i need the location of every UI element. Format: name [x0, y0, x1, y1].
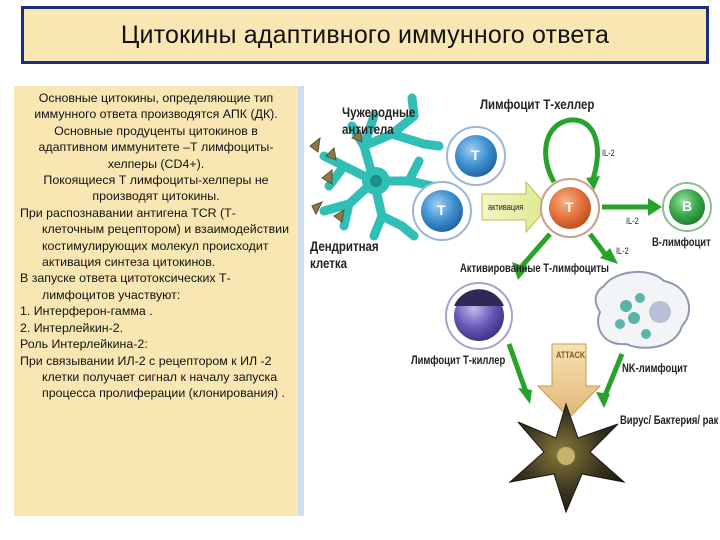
- label-b-lymphocyte: В-лимфоцит: [652, 237, 711, 249]
- attack-arrow: [536, 343, 602, 419]
- paragraph-text: В запуске ответа цитотоксических Т-лимфо…: [20, 271, 231, 302]
- paragraph-2: Основные продуценты цитокинов в адаптивн…: [20, 123, 292, 172]
- paragraph-text: Роль Интерлейкина-2:: [20, 337, 148, 352]
- paragraph-5: В запуске ответа цитотоксических Т-лимфо…: [20, 270, 292, 303]
- virus-target-cell: [508, 402, 626, 514]
- paragraph-il2-role: При связывании ИЛ-2 с рецептором к ИЛ -2…: [20, 353, 292, 402]
- t-killer-cell: [445, 282, 513, 350]
- activated-t-cell: [540, 178, 600, 238]
- antigen-triangles: [309, 128, 363, 223]
- il2-loop-arrow: [543, 117, 600, 184]
- nk-cell: [594, 270, 691, 349]
- title-box: Цитокины адаптивного иммунного ответа: [21, 6, 709, 64]
- text-panel: Основные цитокины, определяющие тип имму…: [14, 86, 298, 516]
- il2-loop-arrowhead: [586, 176, 600, 190]
- label-t-helper: Лимфоцит Т-хеллер: [480, 96, 595, 112]
- label-t-killer: Лимфоцит Т-киллер: [411, 355, 506, 367]
- label-activated-t: Активированные Т-лимфоциты: [460, 263, 609, 275]
- paragraph-text: Основные цитокины, определяющие тип имму…: [34, 91, 278, 122]
- label-il2-nk: IL-2: [616, 246, 629, 256]
- dendritic-cell: [319, 93, 444, 241]
- paragraph-text: При связывании ИЛ-2 с рецептором к ИЛ -2…: [20, 353, 285, 401]
- arrow-to-killer: [520, 232, 552, 268]
- arrowhead-nk-to-virus: [596, 392, 610, 408]
- arrowhead-to-nk: [600, 248, 618, 264]
- label-nk: NK-лимфоцит: [622, 363, 688, 375]
- label-dendritic-cell: Дендритная клетка: [310, 238, 379, 272]
- label-foreign-antibodies: Чужеродные антитела: [342, 104, 415, 138]
- label-attack: ATTACK: [556, 350, 586, 360]
- arrowhead-to-killer: [512, 262, 528, 280]
- list-item-2: 2. Интерлейкин-2.: [20, 320, 292, 336]
- paragraph-3: Покоящиеся Т лимфоциты-хелперы не произв…: [20, 172, 292, 205]
- page-title: Цитокины адаптивного иммунного ответа: [120, 20, 610, 49]
- label-dendritic-line2: клетка: [310, 255, 348, 271]
- activation-arrow: [481, 180, 549, 234]
- label-il2-loop: IL-2: [602, 148, 615, 158]
- paragraph-text: При распознавании антигена TCR (Т-клеточ…: [20, 205, 290, 270]
- label-virus: Вирус/ Бактерия/ рак: [620, 415, 719, 427]
- label-il2-b: IL-2: [626, 216, 639, 226]
- list-item-text: 1. Интерферон-гамма .: [20, 304, 153, 319]
- list-item-text: 2. Интерлейкин-2.: [20, 320, 124, 335]
- immune-response-diagram: T T T B Чужеродные антитела Лимфоцит Т-х…: [304, 86, 718, 516]
- label-foreign-antibodies-line1: Чужеродные: [342, 104, 416, 120]
- list-item-1: 1. Интерферон-гамма .: [20, 303, 292, 319]
- arrow-killer-to-virus: [506, 343, 529, 393]
- cell-letter-t2: T: [437, 202, 446, 218]
- cell-letter-t3: T: [565, 199, 574, 215]
- cell-letter-t1: T: [471, 147, 480, 163]
- arrowhead-to-b: [648, 198, 662, 216]
- left-edge: [0, 0, 14, 540]
- label-foreign-antibodies-line2: антитела: [342, 121, 394, 137]
- paragraph-4: При распознавании антигена TCR (Т-клеточ…: [20, 205, 292, 271]
- cell-letter-b: B: [682, 198, 693, 214]
- label-activation: активация: [488, 202, 524, 212]
- t-helper-cell-top: [446, 126, 506, 186]
- label-dendritic-line1: Дендритная: [310, 238, 379, 254]
- arrow-nk-to-virus: [601, 353, 625, 399]
- paragraph-1: Основные цитокины, определяющие тип имму…: [20, 90, 292, 123]
- divider-stripe: [298, 86, 304, 516]
- arrowhead-killer-to-virus: [518, 388, 532, 404]
- b-lymphocyte-cell: [662, 182, 712, 232]
- paragraph-text: Основные продуценты цитокинов в адаптивн…: [38, 123, 274, 171]
- paragraph-il2-heading: Роль Интерлейкина-2:: [20, 336, 292, 352]
- paragraph-text: Покоящиеся Т лимфоциты-хелперы не произв…: [43, 173, 269, 204]
- diagram-graphics: [309, 93, 712, 514]
- t-helper-cell: [412, 181, 472, 241]
